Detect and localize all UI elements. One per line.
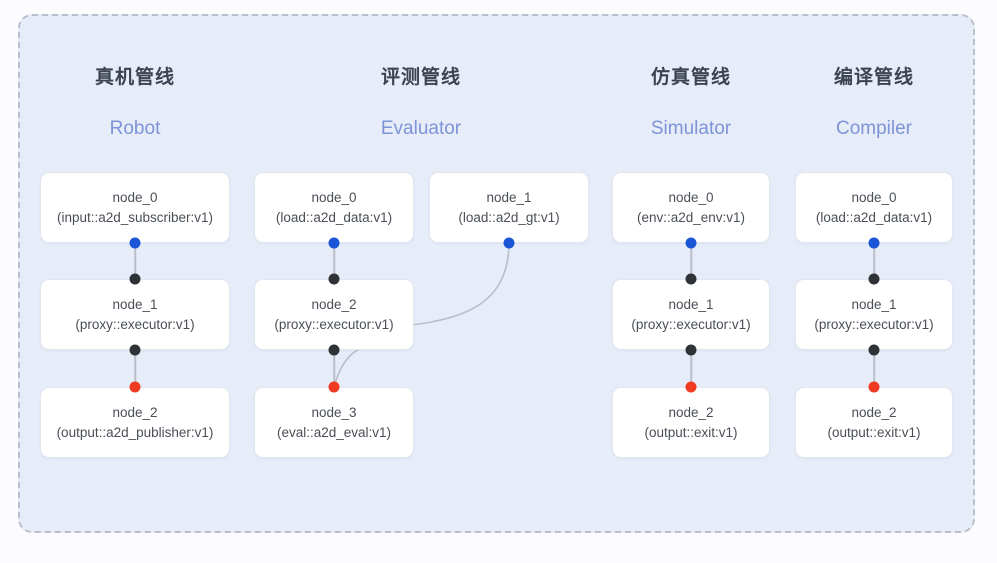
node-evaluator-gt[interactable]: node_1 (load::a2d_gt:v1) bbox=[429, 172, 589, 243]
port-output-compiler-0[interactable] bbox=[868, 237, 880, 249]
node-type: (load::a2d_data:v1) bbox=[815, 209, 933, 225]
port-input-evaluator-1[interactable] bbox=[328, 273, 340, 285]
node-evaluator-1[interactable]: node_2 (proxy::executor:v1) bbox=[254, 279, 414, 350]
port-output-simulator-1[interactable] bbox=[685, 344, 697, 356]
node-type: (proxy::executor:v1) bbox=[814, 316, 934, 332]
node-type: (proxy::executor:v1) bbox=[75, 316, 195, 332]
node-id: node_0 bbox=[668, 189, 714, 205]
edge-robot-0-1 bbox=[134, 243, 136, 278]
port-terminal-simulator-2[interactable] bbox=[685, 381, 697, 393]
port-output-evaluator-0[interactable] bbox=[328, 237, 340, 249]
node-id: node_2 bbox=[668, 404, 714, 420]
node-compiler-1[interactable]: node_1 (proxy::executor:v1) bbox=[795, 279, 953, 350]
node-simulator-1[interactable]: node_1 (proxy::executor:v1) bbox=[612, 279, 770, 350]
node-type: (load::a2d_gt:v1) bbox=[458, 209, 560, 225]
node-id: node_1 bbox=[486, 189, 532, 205]
node-type: (output::a2d_publisher:v1) bbox=[56, 424, 214, 440]
edge-simulator-1-2 bbox=[690, 350, 692, 387]
port-terminal-robot-2[interactable] bbox=[129, 381, 141, 393]
node-robot-1[interactable]: node_1 (proxy::executor:v1) bbox=[40, 279, 230, 350]
node-id: node_2 bbox=[112, 404, 158, 420]
edge-evaluator-0-1 bbox=[333, 243, 335, 278]
node-simulator-0[interactable]: node_0 (env::a2d_env:v1) bbox=[612, 172, 770, 243]
port-output-evaluator-1[interactable] bbox=[328, 344, 340, 356]
node-id: node_3 bbox=[311, 404, 357, 420]
node-id: node_0 bbox=[311, 189, 357, 205]
node-evaluator-2[interactable]: node_3 (eval::a2d_eval:v1) bbox=[254, 387, 414, 458]
node-type: (output::exit:v1) bbox=[644, 424, 738, 440]
node-compiler-2[interactable]: node_2 (output::exit:v1) bbox=[795, 387, 953, 458]
node-id: node_0 bbox=[851, 189, 897, 205]
port-terminal-evaluator-2[interactable] bbox=[328, 381, 340, 393]
port-output-simulator-0[interactable] bbox=[685, 237, 697, 249]
node-robot-2[interactable]: node_2 (output::a2d_publisher:v1) bbox=[40, 387, 230, 458]
node-id: node_2 bbox=[851, 404, 897, 420]
port-output-compiler-1[interactable] bbox=[868, 344, 880, 356]
node-simulator-2[interactable]: node_2 (output::exit:v1) bbox=[612, 387, 770, 458]
edge-robot-1-2 bbox=[134, 350, 136, 387]
node-type: (env::a2d_env:v1) bbox=[636, 209, 746, 225]
port-input-compiler-1[interactable] bbox=[868, 273, 880, 285]
node-id: node_1 bbox=[112, 296, 158, 312]
node-type: (proxy::executor:v1) bbox=[274, 316, 394, 332]
node-type: (input::a2d_subscriber:v1) bbox=[56, 209, 214, 225]
edge-compiler-0-1 bbox=[873, 243, 875, 278]
node-type: (eval::a2d_eval:v1) bbox=[276, 424, 392, 440]
node-id: node_1 bbox=[668, 296, 714, 312]
node-type: (load::a2d_data:v1) bbox=[275, 209, 393, 225]
node-id: node_2 bbox=[311, 296, 357, 312]
port-input-robot-1[interactable] bbox=[129, 273, 141, 285]
port-terminal-compiler-2[interactable] bbox=[868, 381, 880, 393]
port-output-robot-0[interactable] bbox=[129, 237, 141, 249]
node-type: (proxy::executor:v1) bbox=[631, 316, 751, 332]
node-id: node_0 bbox=[112, 189, 158, 205]
node-robot-0[interactable]: node_0 (input::a2d_subscriber:v1) bbox=[40, 172, 230, 243]
port-output-robot-1[interactable] bbox=[129, 344, 141, 356]
node-id: node_1 bbox=[851, 296, 897, 312]
node-compiler-0[interactable]: node_0 (load::a2d_data:v1) bbox=[795, 172, 953, 243]
node-type: (output::exit:v1) bbox=[827, 424, 921, 440]
port-input-simulator-1[interactable] bbox=[685, 273, 697, 285]
edge-compiler-1-2 bbox=[873, 350, 875, 387]
port-output-evaluator-gt[interactable] bbox=[503, 237, 515, 249]
node-evaluator-0[interactable]: node_0 (load::a2d_data:v1) bbox=[254, 172, 414, 243]
edge-simulator-0-1 bbox=[690, 243, 692, 278]
